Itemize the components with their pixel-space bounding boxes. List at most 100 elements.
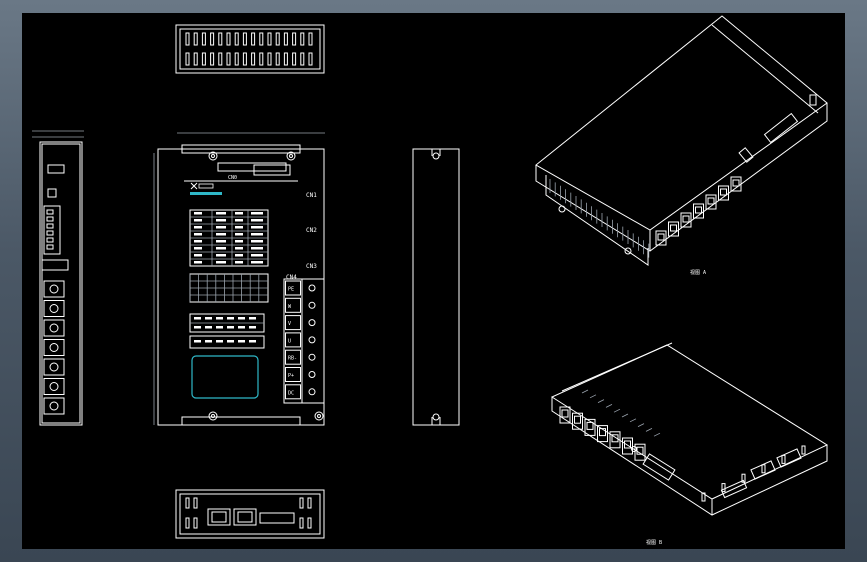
power-terminal bbox=[285, 367, 301, 382]
vent-slot bbox=[292, 52, 297, 66]
terminal-screw bbox=[49, 382, 59, 391]
terminal-slot bbox=[655, 230, 667, 246]
vent-slot bbox=[283, 32, 288, 46]
terminal-screw bbox=[657, 233, 665, 241]
vent-slot bbox=[308, 32, 313, 46]
vent-slot bbox=[781, 454, 786, 464]
terminal-screw bbox=[561, 409, 569, 418]
vent-slot bbox=[801, 445, 806, 455]
cn1-label: CN1 bbox=[306, 192, 317, 199]
iso-upper-caption: 视图 A bbox=[690, 269, 706, 276]
cn0-label: CN0 bbox=[228, 175, 237, 181]
terminal-screw bbox=[308, 388, 316, 396]
vent-slot bbox=[308, 52, 313, 66]
vent-slot bbox=[218, 52, 223, 66]
vent-slot bbox=[307, 497, 312, 509]
top-view bbox=[175, 24, 325, 74]
terminal-slot bbox=[572, 412, 583, 430]
vent-slot bbox=[193, 497, 198, 509]
vent-slot bbox=[185, 517, 190, 529]
terminal-screw bbox=[308, 336, 316, 344]
terminal-screw bbox=[308, 284, 316, 292]
terminal-slot bbox=[730, 176, 742, 192]
vent-slot bbox=[307, 517, 312, 529]
vent-slot bbox=[741, 473, 746, 483]
vent-slot bbox=[267, 52, 272, 66]
vent-slot bbox=[267, 32, 272, 46]
label-window bbox=[191, 355, 259, 399]
terminal-slot bbox=[43, 358, 65, 376]
vent-slot bbox=[226, 32, 231, 46]
vent-slot bbox=[193, 32, 198, 46]
vent-slot bbox=[300, 32, 305, 46]
terminal-screw bbox=[599, 428, 606, 437]
vent-slot bbox=[259, 32, 264, 46]
terminal-screw bbox=[720, 188, 727, 196]
terminal-screw bbox=[670, 224, 677, 232]
terminal-slot bbox=[718, 185, 729, 201]
terminal-screw bbox=[308, 301, 316, 309]
power-terminal-label: PE bbox=[288, 287, 294, 293]
iso-lower-caption: 视图 B bbox=[646, 539, 662, 546]
power-terminal bbox=[285, 332, 301, 348]
grille-line bbox=[629, 418, 637, 423]
pin bbox=[46, 237, 54, 243]
power-terminal bbox=[285, 297, 301, 313]
vent-slot bbox=[234, 32, 239, 46]
vent-slot bbox=[701, 492, 706, 502]
side-view bbox=[32, 130, 84, 426]
vent-slot bbox=[193, 517, 198, 529]
pin bbox=[46, 223, 54, 229]
terminal-screw bbox=[574, 415, 581, 424]
vent-slot bbox=[251, 32, 256, 46]
terminal-screw bbox=[49, 323, 59, 333]
terminal-screw bbox=[308, 353, 316, 361]
vent-slot bbox=[226, 52, 231, 66]
grille-line bbox=[653, 432, 661, 437]
wiring-table bbox=[189, 273, 269, 349]
terminal-slot bbox=[693, 203, 704, 219]
pin bbox=[46, 244, 54, 250]
pin bbox=[46, 209, 54, 215]
terminal-screw bbox=[611, 434, 619, 443]
vent-slot bbox=[292, 32, 297, 46]
spec-table bbox=[189, 209, 269, 267]
model-plate bbox=[190, 192, 222, 195]
terminal-slot bbox=[559, 406, 571, 424]
terminal-slot bbox=[43, 339, 65, 356]
brand-logo-mark bbox=[190, 182, 198, 190]
terminal-slot bbox=[705, 194, 717, 210]
back-plate-view bbox=[412, 148, 460, 426]
terminal-slot bbox=[668, 221, 679, 237]
vent-slot bbox=[251, 52, 256, 66]
grille-line bbox=[621, 413, 629, 418]
vent-slot bbox=[283, 52, 288, 66]
grille-line bbox=[613, 408, 621, 413]
vent-slot bbox=[185, 52, 190, 66]
terminal-screw bbox=[682, 215, 690, 223]
terminal-screw bbox=[308, 319, 316, 327]
isometric-view-lower: 视图 B bbox=[550, 342, 829, 546]
vent-slot bbox=[721, 483, 726, 493]
vent-slot bbox=[201, 32, 206, 46]
power-terminal-label: V bbox=[288, 321, 291, 327]
brand-logo bbox=[198, 183, 214, 189]
terminal-screw bbox=[707, 197, 715, 205]
terminal-slot bbox=[43, 280, 65, 298]
terminal-slot bbox=[634, 443, 646, 461]
grille-line bbox=[645, 428, 653, 432]
vent-slot bbox=[299, 497, 304, 509]
terminal-screw bbox=[624, 440, 631, 449]
terminal-screw bbox=[49, 284, 59, 294]
pin bbox=[46, 230, 54, 236]
vent-slot bbox=[242, 52, 247, 66]
vent-slot bbox=[218, 32, 223, 46]
terminal-screw bbox=[586, 421, 594, 430]
terminal-slot bbox=[680, 212, 692, 228]
vent-slot bbox=[761, 464, 766, 474]
terminal-screw bbox=[49, 343, 59, 352]
vent-slot bbox=[210, 32, 215, 46]
